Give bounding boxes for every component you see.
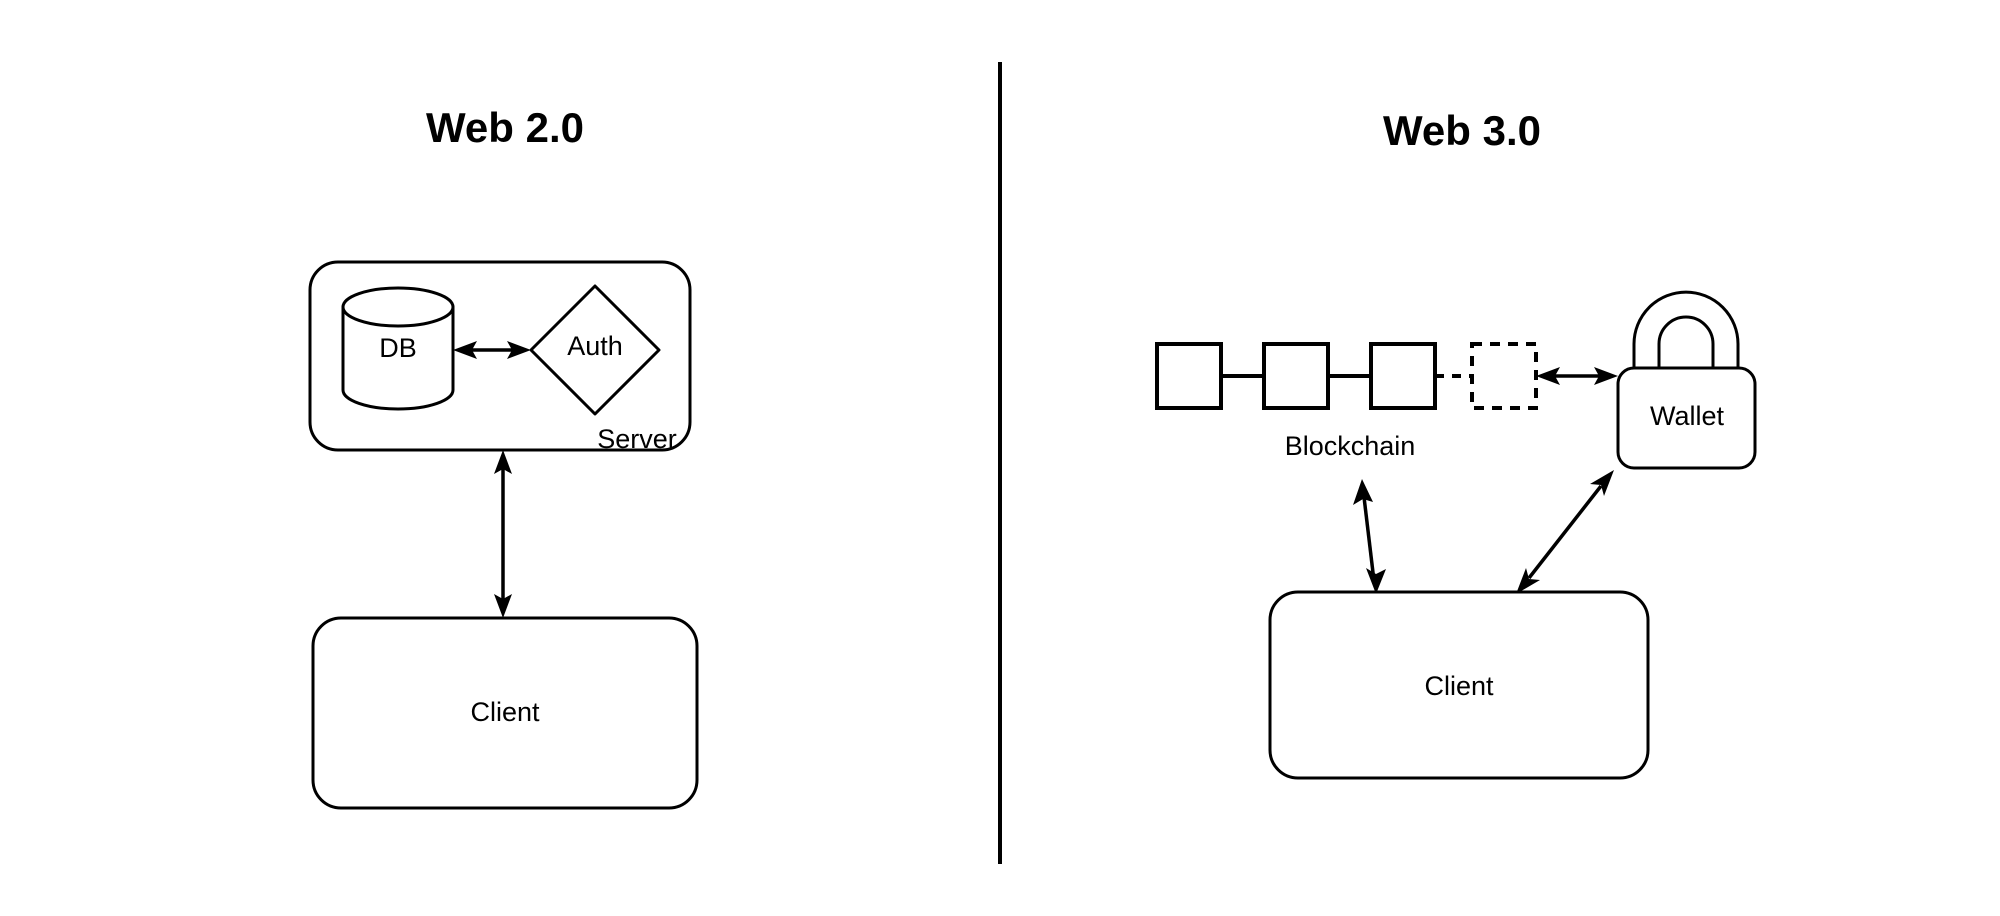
db-cylinder[interactable]: DB — [341, 286, 455, 411]
arrow-head-left — [1536, 367, 1560, 385]
arrow-server-client — [494, 450, 512, 618]
auth-diamond-shape[interactable] — [529, 284, 661, 416]
arrow-head-left — [453, 341, 477, 359]
arrow-head-right — [1594, 367, 1618, 385]
arrow-block-wallet — [1536, 367, 1618, 385]
web3-panel: Web 3.0 Blockchain — [1155, 107, 1757, 780]
client-left-label: Client — [470, 697, 540, 727]
arrow-head-down-left — [1516, 568, 1540, 594]
arrow-db-auth — [453, 341, 531, 359]
arrow-head-right — [507, 341, 531, 359]
client-left-group[interactable]: Client — [311, 616, 699, 810]
arrow-head-down — [494, 594, 512, 618]
arrow-blockchain-client — [1353, 479, 1386, 594]
arrow-head-up — [1353, 479, 1373, 505]
client-right-label: Client — [1424, 671, 1494, 701]
client-left-box[interactable] — [311, 616, 699, 810]
blockchain-block-4-pending[interactable] — [1470, 342, 1538, 410]
auth-diamond[interactable]: Auth — [529, 284, 661, 416]
web3-title: Web 3.0 — [1383, 107, 1541, 154]
arrow-head-up — [494, 450, 512, 474]
client-right-group[interactable]: Client — [1268, 590, 1650, 780]
auth-label: Auth — [567, 331, 623, 361]
server-label: Server — [597, 424, 677, 454]
arrow-head-down — [1366, 568, 1386, 594]
arrow-head-up-right — [1590, 470, 1614, 496]
wallet-body[interactable] — [1616, 366, 1757, 470]
client-right-box[interactable] — [1268, 590, 1650, 780]
web2-panel: Web 2.0 Server DB Auth — [308, 104, 699, 810]
db-cylinder-top[interactable] — [341, 286, 455, 328]
blockchain-block-3[interactable] — [1369, 342, 1437, 410]
wallet-label: Wallet — [1650, 401, 1725, 431]
wallet-padlock[interactable]: Wallet — [1616, 290, 1757, 470]
db-label: DB — [379, 333, 417, 363]
web2-title: Web 2.0 — [426, 104, 584, 151]
wallet-shackle-inner[interactable] — [1657, 315, 1715, 372]
arrow-wallet-client — [1516, 470, 1614, 594]
db-cylinder-body[interactable] — [341, 305, 455, 411]
blockchain-block-2[interactable] — [1262, 342, 1330, 410]
blockchain-label: Blockchain — [1285, 431, 1416, 461]
blockchain-block-1[interactable] — [1155, 342, 1223, 410]
